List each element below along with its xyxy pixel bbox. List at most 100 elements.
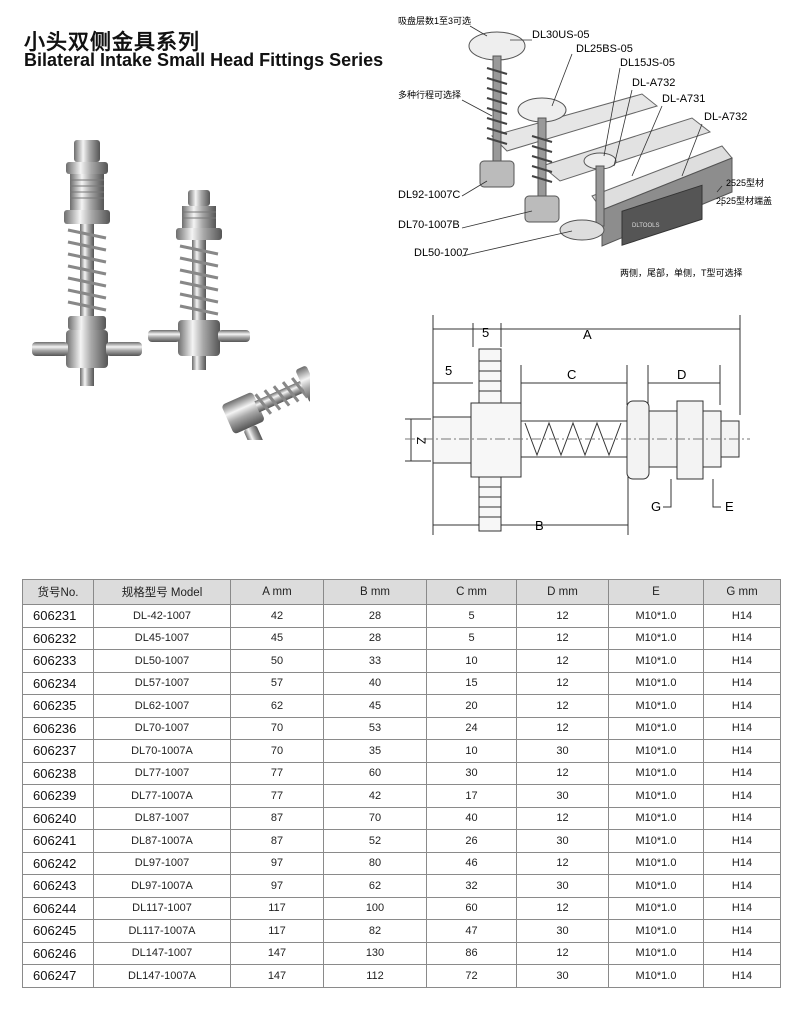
cell-no: 606247 — [22, 964, 94, 988]
cell-model: DL117-1007 — [93, 896, 231, 920]
cell-g: H14 — [703, 919, 781, 943]
page-title-cn: 小头双侧金具系列 — [24, 30, 200, 54]
leader-lines — [461, 25, 723, 257]
cell-no: 606235 — [22, 694, 94, 718]
cell-d: 12 — [516, 851, 609, 875]
vacuum-cups — [468, 31, 617, 241]
cell-g: H14 — [703, 829, 781, 853]
cell-e: M10*1.0 — [608, 649, 704, 673]
cell-e: M10*1.0 — [608, 964, 704, 988]
cell-b: 42 — [323, 784, 427, 808]
cell-no: 606232 — [22, 626, 94, 650]
label-a732-top: DL-A732 — [632, 77, 675, 89]
cell-d: 30 — [516, 739, 609, 763]
cell-e: M10*1.0 — [608, 829, 704, 853]
cell-a: 77 — [230, 784, 324, 808]
cell-b: 100 — [323, 896, 427, 920]
col-header-model: 规格型号 Model — [93, 579, 231, 605]
cell-no: 606245 — [22, 919, 94, 943]
label-dl70: DL70-1007B — [398, 219, 460, 231]
cell-a: 97 — [230, 874, 324, 898]
cell-c: 72 — [426, 964, 517, 988]
cell-a: 50 — [230, 649, 324, 673]
cell-d: 12 — [516, 671, 609, 695]
cell-d: 30 — [516, 874, 609, 898]
cell-g: H14 — [703, 896, 781, 920]
label-suction-layers: 吸盘层数1至3可选 — [398, 15, 471, 26]
cell-e: M10*1.0 — [608, 671, 704, 695]
cell-model: DL97-1007 — [93, 851, 231, 875]
cell-b: 52 — [323, 829, 427, 853]
cell-b: 82 — [323, 919, 427, 943]
cell-c: 5 — [426, 604, 517, 628]
cell-b: 40 — [323, 671, 427, 695]
cell-a: 70 — [230, 716, 324, 740]
cell-a: 42 — [230, 604, 324, 628]
cell-a: 77 — [230, 761, 324, 785]
cell-c: 86 — [426, 941, 517, 965]
label-profile-cap: 2525型材端盖 — [716, 195, 772, 206]
col-header-d: D mm — [516, 579, 609, 605]
cell-e: M10*1.0 — [608, 919, 704, 943]
cell-b: 80 — [323, 851, 427, 875]
col-header-b: B mm — [323, 579, 427, 605]
cell-g: H14 — [703, 941, 781, 965]
cell-no: 606240 — [22, 806, 94, 830]
cell-c: 10 — [426, 739, 517, 763]
cell-model: DL70-1007 — [93, 716, 231, 740]
cell-g: H14 — [703, 716, 781, 740]
cell-d: 12 — [516, 604, 609, 628]
cell-g: H14 — [703, 694, 781, 718]
cell-model: DL77-1007A — [93, 784, 231, 808]
cell-no: 606243 — [22, 874, 94, 898]
cell-b: 60 — [323, 761, 427, 785]
cell-model: DL117-1007A — [93, 919, 231, 943]
cell-a: 87 — [230, 829, 324, 853]
cell-no: 606241 — [22, 829, 94, 853]
label-a732-right: DL-A732 — [704, 111, 747, 123]
cell-g: H14 — [703, 626, 781, 650]
cell-model: DL62-1007 — [93, 694, 231, 718]
cell-g: H14 — [703, 874, 781, 898]
cell-a: 147 — [230, 964, 324, 988]
table-header-row: 货号No. 规格型号 Model A mm B mm C mm D mm E G… — [22, 579, 781, 605]
cell-model: DL70-1007A — [93, 739, 231, 763]
cell-g: H14 — [703, 604, 781, 628]
dim-a: A — [583, 327, 592, 342]
dim-z: Z — [414, 437, 428, 444]
cell-e: M10*1.0 — [608, 694, 704, 718]
dim-g: G — [651, 499, 661, 514]
cell-model: DL57-1007 — [93, 671, 231, 695]
cell-c: 24 — [426, 716, 517, 740]
label-dl30: DL30US-05 — [532, 29, 589, 41]
cell-g: H14 — [703, 806, 781, 830]
cell-a: 117 — [230, 919, 324, 943]
label-options: 两侧，尾部，单侧，T型可选择 — [620, 267, 743, 278]
cell-e: M10*1.0 — [608, 941, 704, 965]
cell-b: 28 — [323, 604, 427, 628]
cell-a: 62 — [230, 694, 324, 718]
cell-d: 12 — [516, 649, 609, 673]
cell-b: 112 — [323, 964, 427, 988]
cell-c: 15 — [426, 671, 517, 695]
spec-table: 货号No. 规格型号 Model A mm B mm C mm D mm E G… — [22, 579, 781, 988]
cell-model: DL147-1007A — [93, 964, 231, 988]
cell-b: 28 — [323, 626, 427, 650]
fitting-image-1 — [32, 140, 142, 386]
col-header-a: A mm — [230, 579, 324, 605]
cell-e: M10*1.0 — [608, 874, 704, 898]
col-header-g: G mm — [703, 579, 781, 605]
cell-d: 12 — [516, 761, 609, 785]
cell-e: M10*1.0 — [608, 806, 704, 830]
cell-model: DL-42-1007 — [93, 604, 231, 628]
cell-c: 46 — [426, 851, 517, 875]
